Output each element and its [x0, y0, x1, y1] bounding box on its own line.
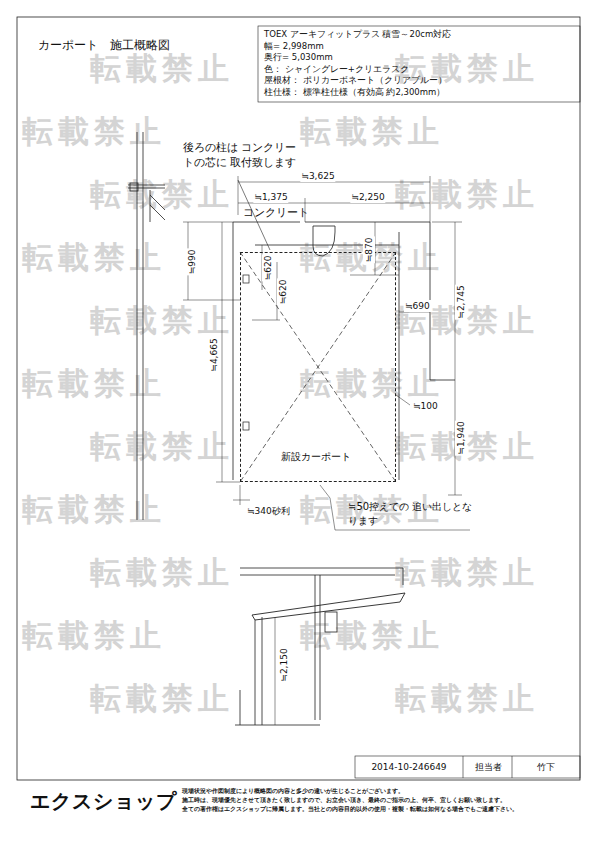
frame	[17, 17, 580, 780]
spec-line: TOEX アーキフィットプラス 積雪～20cm対応	[264, 29, 574, 41]
carport-label: 新設カーポート	[279, 449, 353, 465]
watermark: 転載禁止	[300, 363, 444, 405]
dimension: ≒2,745	[455, 284, 467, 319]
table-cell: 竹下	[536, 761, 556, 773]
spec-frame	[258, 26, 580, 102]
drawing-title: カーポート 施工概略図	[38, 38, 170, 52]
footer-note: 全ての著作権はエクスショップに帰属します。当社との内容目的以外の使用・複製・転載…	[182, 806, 518, 813]
watermark: 転載禁止	[22, 489, 166, 531]
watermark: 転載禁止	[90, 174, 234, 216]
watermark: 転載禁止	[395, 678, 539, 720]
dimension: ≒620	[262, 255, 274, 282]
drawing-number: 2014-10-246649	[370, 761, 447, 773]
footer-note: 現場状況や作図制度により概略図の内容と多少の違いが生じることがございます。	[182, 788, 404, 795]
watermark: 転載禁止	[22, 237, 166, 279]
watermark: 転載禁止	[90, 48, 234, 90]
watermark: 転載禁止	[395, 174, 539, 216]
watermark: 転載禁止	[22, 363, 166, 405]
spec-line: 屋根材： ポリカーボネート（クリアブルー）	[264, 75, 574, 87]
watermark: 転載禁止	[300, 111, 444, 153]
spec-line: 柱仕様： 標準柱仕様（有効高 約2,300mm）	[264, 87, 574, 99]
watermark: 転載禁止	[22, 111, 166, 153]
table-cell: 担当者	[474, 761, 503, 773]
dimension: ≒4,665	[208, 337, 220, 372]
watermark: 転載禁止	[90, 678, 234, 720]
spec-box: TOEX アーキフィットプラス 積雪～20cm対応幅= 2,998mm奥行= 5…	[258, 26, 580, 102]
watermark: 転載禁止	[90, 300, 234, 342]
watermark: 転載禁止	[395, 552, 539, 594]
dimension: ≒990	[186, 249, 198, 276]
height-dimension: ≒2,150	[278, 647, 290, 682]
dimension: ≒2,250	[350, 191, 385, 203]
dimension: ≒870	[363, 237, 375, 264]
watermark: 転載禁止	[22, 615, 166, 657]
dimension: ≒340砂利	[246, 505, 291, 517]
company-logo: エクスショップ	[30, 788, 177, 814]
note-text: 後ろの柱は コンクリートの芯に 取付致します	[183, 140, 303, 170]
carport-outline: 新設カーポート	[240, 252, 396, 482]
watermark: 転載禁止	[90, 426, 234, 468]
spec-line: 奥行= 5,030mm	[264, 52, 574, 64]
dimension: ≒1,375	[253, 191, 288, 203]
dimension: ≒690	[404, 300, 431, 312]
watermark: 転載禁止	[90, 552, 234, 594]
spec-line: 色： シャイングレー+クリエラスク	[264, 64, 574, 76]
area-label: コンクリート	[243, 206, 309, 220]
dimension: ≒620	[277, 279, 289, 306]
dimension: ≒1,940	[455, 420, 467, 455]
dimension: ≒3,625	[300, 170, 335, 182]
watermark: 転載禁止	[300, 615, 444, 657]
note-text: ≒50控えての 追い出しとなります	[348, 500, 478, 528]
spec-line: 幅= 2,998mm	[264, 41, 574, 53]
footer-note: 施工時は、現場優先とさせて頂きたく致しますので、お立会い頂き、最終のご指示の上、…	[182, 797, 506, 804]
dimension: ≒100	[412, 400, 439, 412]
watermark: 転載禁止	[395, 426, 539, 468]
